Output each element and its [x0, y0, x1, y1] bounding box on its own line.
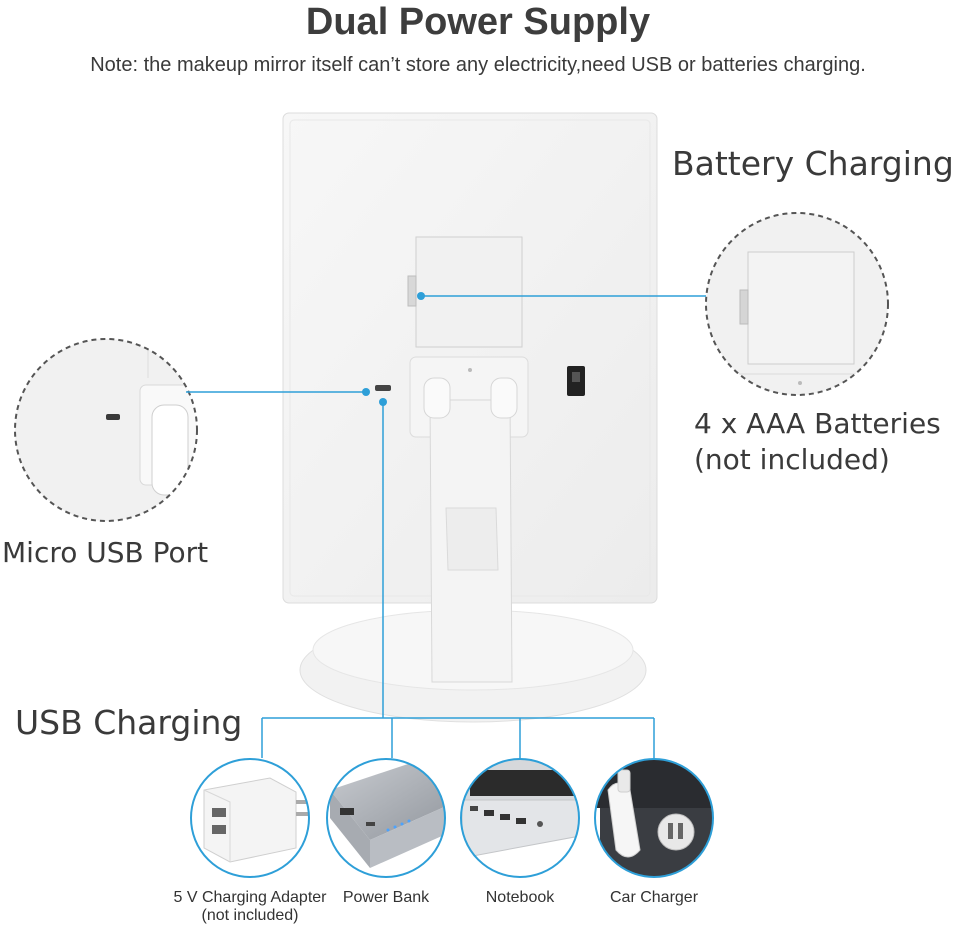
toggle-switch-icon: [567, 366, 585, 396]
page-title: Dual Power Supply: [305, 1, 651, 43]
device-label-adapter: 5 V Charging Adapter: [173, 889, 327, 906]
battery-compartment: [415, 236, 523, 348]
connector-lines: [186, 295, 706, 758]
micro-usb-zoom: [14, 338, 198, 522]
car-charger-icon: [594, 758, 714, 878]
power-bank-icon: [326, 758, 446, 878]
device-label-notebook: Notebook: [485, 889, 555, 906]
device-sublabel-adapter: (not included): [201, 907, 299, 924]
device-label-car-charger: Car Charger: [609, 889, 699, 906]
device-label-power-bank: Power Bank: [342, 889, 430, 906]
connector-dots: [362, 292, 425, 406]
battery-charging-label: Battery Charging: [672, 144, 954, 183]
laptop-icon: [460, 758, 580, 878]
note-text: Note: the makeup mirror itself can’t sto…: [90, 54, 866, 76]
micro-usb-port: [375, 385, 391, 391]
mirror-stand: [409, 356, 529, 683]
battery-detail-line1: 4 x AAA Batteries: [694, 407, 941, 440]
wall-adapter-icon: [190, 758, 310, 878]
usb-charging-label: USB Charging: [15, 703, 243, 742]
battery-detail-line2: (not included): [694, 443, 890, 476]
micro-usb-port-label: Micro USB Port: [2, 536, 209, 569]
battery-zoom: [705, 212, 889, 396]
